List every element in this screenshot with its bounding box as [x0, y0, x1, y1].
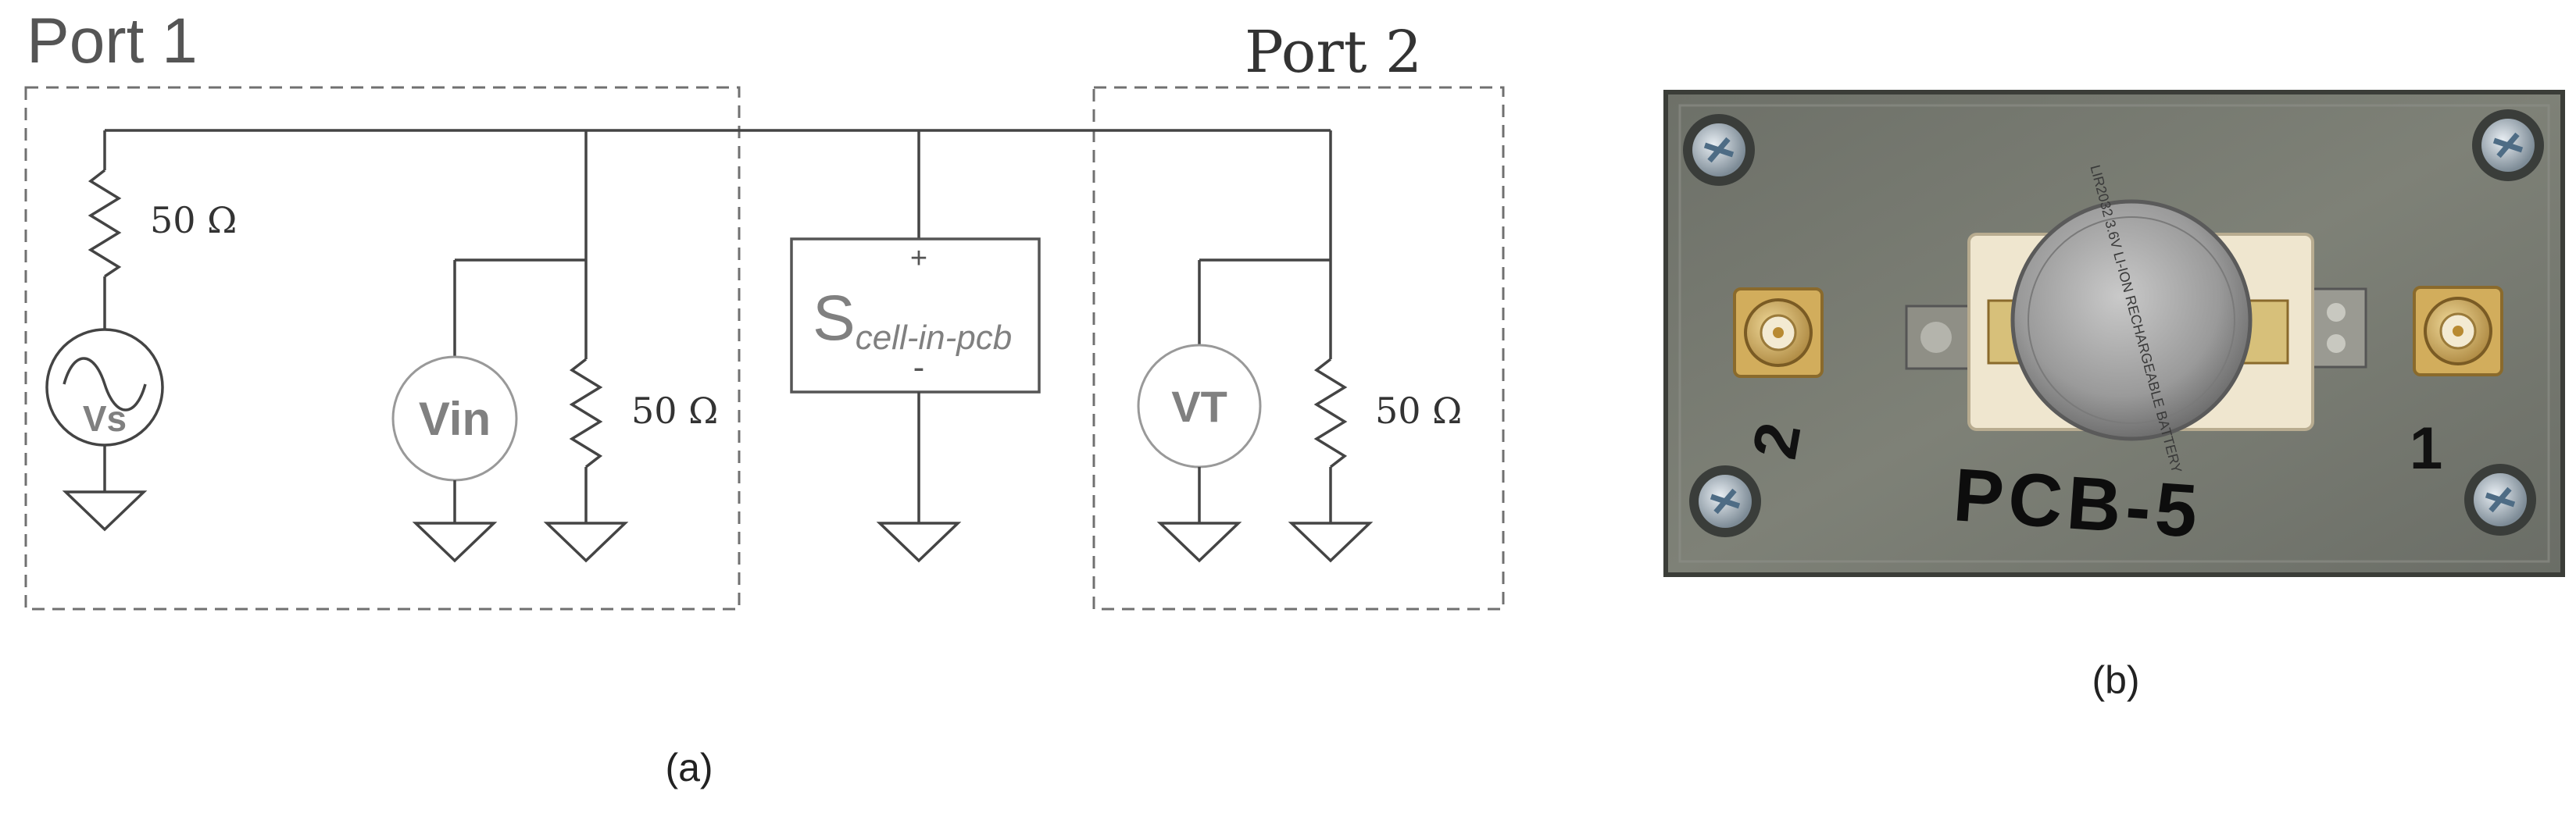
ground-symbol: [1156, 522, 1242, 563]
caption-b: (b): [2092, 658, 2139, 702]
pcb-photo: LIR2032 3.6V LI-ION RECHARGEABLE BATTERY…: [1663, 90, 2565, 702]
dut-plus: +: [910, 242, 927, 275]
port1-branch: Vin 50 Ω: [391, 130, 718, 563]
port1-label: Port 1: [27, 5, 198, 77]
circuit-diagram: Port 1 Port 2 Vs 50 Ω Vin: [24, 5, 1505, 789]
ground-symbol: [1288, 522, 1374, 563]
battery-holder: LIR2032 3.6V LI-ION RECHARGEABLE BATTERY: [1967, 163, 2314, 475]
screw-icon: [2464, 464, 2536, 536]
port2-branch: VT 50 Ω: [1137, 130, 1462, 563]
port2-label: Port 2: [1245, 19, 1422, 86]
port2-resistor-label: 50 Ω: [1375, 390, 1462, 432]
port1-box: [24, 86, 741, 611]
port1-resistor-label: 50 Ω: [631, 390, 718, 432]
ground-symbol: [62, 490, 148, 532]
handwritten-port-1: 1: [2410, 415, 2442, 482]
dut-label: Scell-in-pcb: [813, 283, 1012, 357]
ground-symbol: [543, 522, 629, 563]
handwritten-pcb-label: PCB-5: [1951, 453, 2205, 554]
vs-label: Vs: [83, 398, 127, 439]
dut-branch: + Scell-in-pcb -: [790, 130, 1041, 563]
port2-box: [1092, 86, 1505, 611]
port1-resistor: [569, 358, 603, 469]
sine-icon: [63, 357, 147, 412]
source-resistor: [88, 169, 122, 278]
vin-label: Vin: [419, 393, 491, 445]
screw-icon: [1683, 114, 1755, 186]
coin-cell-battery: [2010, 199, 2253, 441]
sma-connector-right: [2413, 286, 2503, 376]
caption-a: (a): [665, 746, 713, 789]
screw-icon: [2472, 109, 2544, 181]
sma-connector-left: [1733, 287, 1824, 378]
port2-resistor: [1313, 358, 1348, 469]
dut-minus: -: [913, 348, 925, 387]
source-resistor-label: 50 Ω: [150, 199, 237, 241]
vt-label: VT: [1171, 382, 1227, 431]
ground-symbol: [412, 522, 498, 563]
ground-symbol: [876, 522, 962, 563]
dut-box: [790, 237, 1041, 394]
screw-icon: [1689, 465, 1761, 537]
source-branch: Vs 50 Ω: [45, 130, 237, 532]
